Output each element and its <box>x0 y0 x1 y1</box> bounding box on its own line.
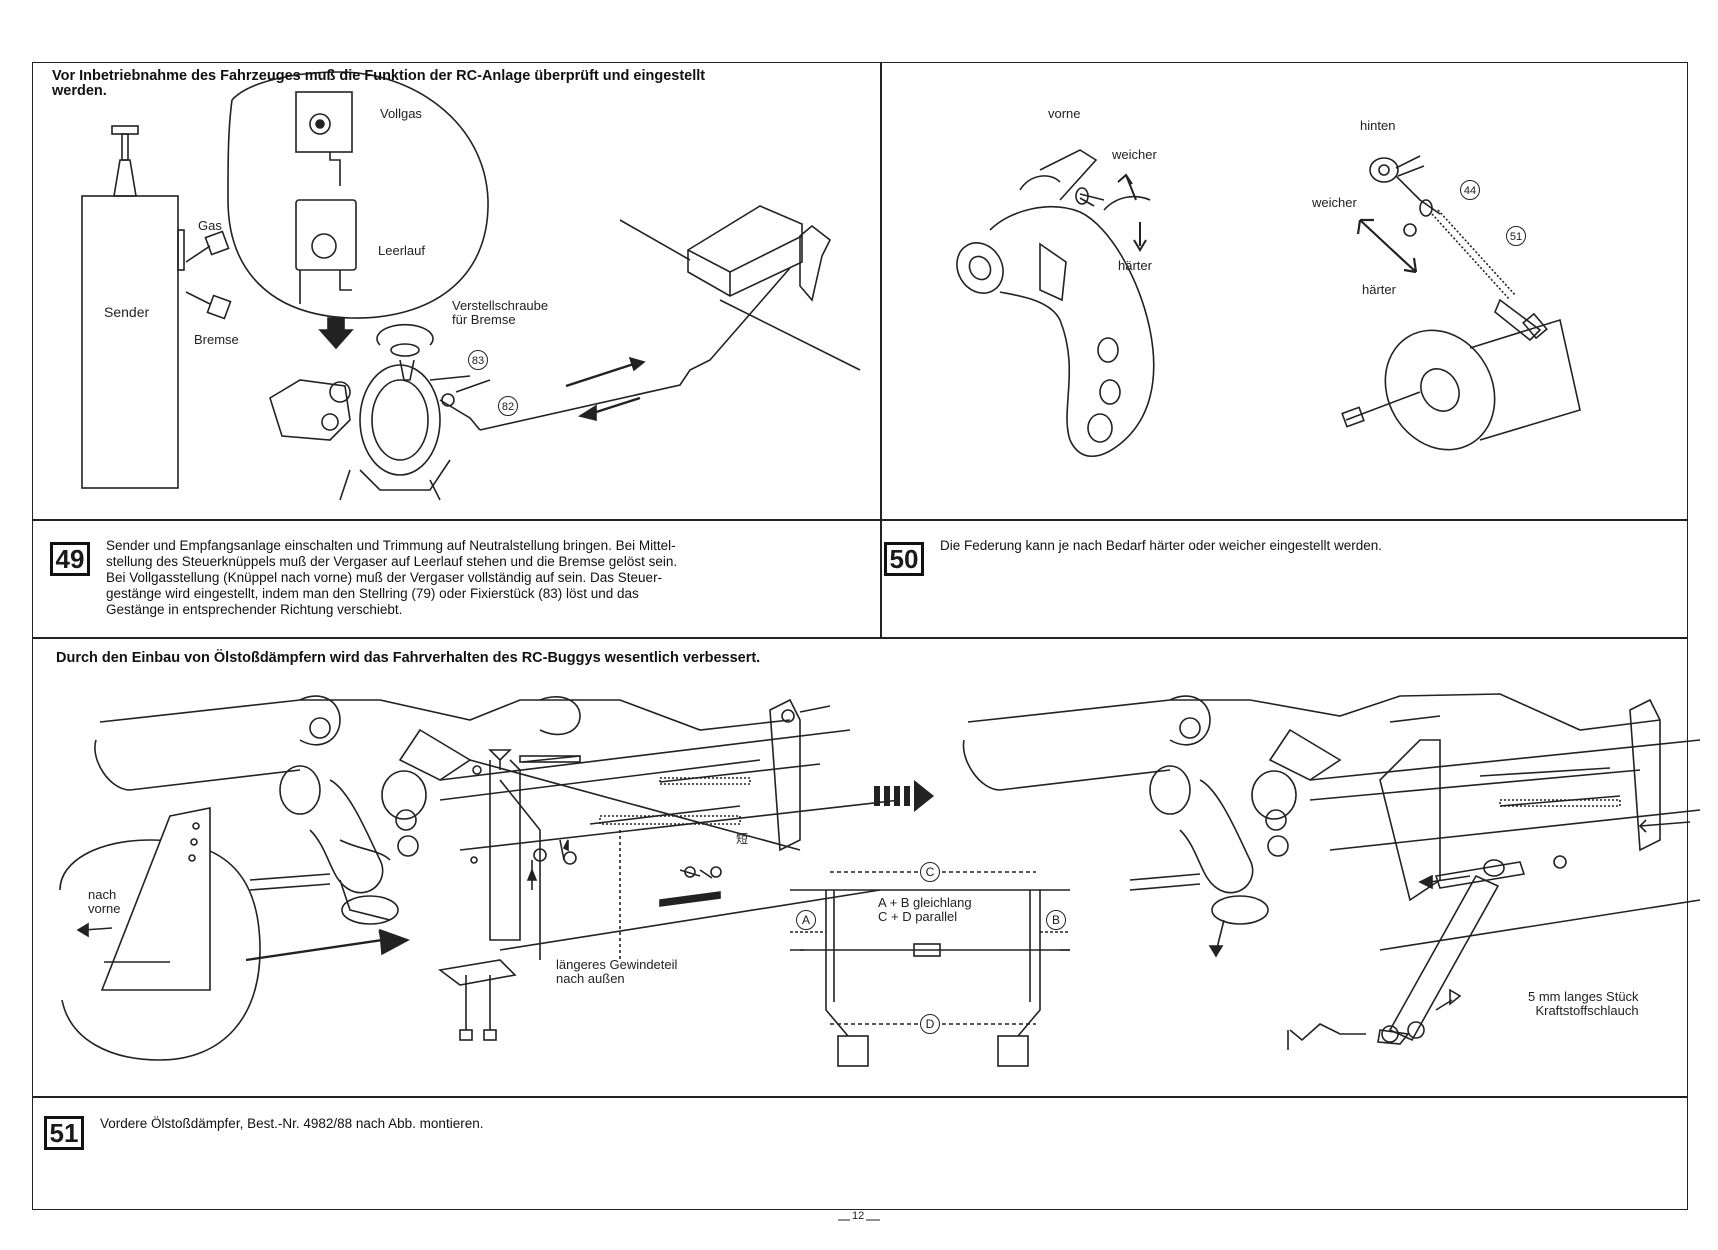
step-number-51: 51 <box>44 1116 84 1150</box>
label-nach: nach <box>88 887 117 902</box>
step-49-text-line-1: Sender und Empfangsanlage einschalten un… <box>106 538 676 553</box>
arrow-transition <box>874 780 934 812</box>
step-50-text: Die Federung kann je nach Bedarf härter … <box>940 538 1383 553</box>
label-sender: Sender <box>104 304 150 320</box>
step-number-49: 49 <box>50 542 90 576</box>
label-haerter-front: härter <box>1118 258 1152 273</box>
dimension-label-b: B <box>1046 910 1066 930</box>
front-suspension-arm <box>956 149 1155 457</box>
label-verstellschraube: Verstellschraube für Bremse <box>452 299 548 327</box>
label-verstellschraube-line-2: für Bremse <box>452 312 516 327</box>
label-verstellschraube-line-1: Verstellschraube <box>452 298 549 313</box>
label-laengeres-line-2: nach außen <box>556 971 625 986</box>
part-callout-51: 51 <box>1506 226 1526 246</box>
panel-49-illustration-frame <box>32 62 882 521</box>
panel-49-text-frame <box>32 519 882 639</box>
dimension-label-d: D <box>920 1014 940 1034</box>
label-alignment-rules: A + B gleichlang C + D parallel <box>878 896 972 924</box>
step-49-text-line-4: gestänge wird eingestellt, indem man den… <box>106 586 639 601</box>
front-chassis-after <box>962 693 1701 1050</box>
part-callout-44: 44 <box>1460 180 1480 200</box>
page-number: 12 <box>850 1210 867 1222</box>
transmitter-illustration <box>81 125 232 489</box>
servo-illustration <box>619 205 861 371</box>
alignment-diagram <box>790 871 1070 1067</box>
panel-49-heading: Vor Inbetriebnahme des Fahrzeuges muß di… <box>52 68 705 98</box>
step-49-text-line-2: stellung des Steuerknüppels muß der Verg… <box>106 554 678 569</box>
down-arrow <box>318 317 354 350</box>
part-callout-83: 83 <box>468 350 488 370</box>
label-gas: Gas <box>198 218 222 233</box>
engine-illustration <box>269 323 491 501</box>
label-vorne-51: vorne <box>88 901 121 916</box>
label-hinten: hinten <box>1360 118 1396 133</box>
carburetor-detail-circle <box>227 71 489 319</box>
step-51-text: Vordere Ölstoßdämpfer, Best.-Nr. 4982/88… <box>100 1116 484 1131</box>
label-laengeres-gewindeteil: längeres Gewindeteil nach außen <box>556 958 677 986</box>
dimension-label-c: C <box>920 862 940 882</box>
dimension-label-a: A <box>796 910 816 930</box>
panel-51-illustration-frame <box>32 637 1688 1098</box>
panel-50-illustration-frame <box>880 62 1688 521</box>
part-callout-82: 82 <box>498 396 518 416</box>
step-49-text-line-3: Bei Vollgasstellung (Knüppel nach vorne)… <box>106 570 663 585</box>
panel-49-heading-line-1: Vor Inbetriebnahme des Fahrzeuges muß di… <box>52 68 706 84</box>
label-stueck-line-1: 5 mm langes Stück <box>1528 989 1639 1004</box>
label-vorne: vorne <box>1048 106 1081 121</box>
panel-51-heading: Durch den Einbau von Ölstoßdämpfern wird… <box>56 650 761 666</box>
label-ab-gleichlang: A + B gleichlang <box>878 895 972 910</box>
step-49-text-line-5: Gestänge in entsprechender Richtung vers… <box>106 602 403 617</box>
label-nach-vorne: nach vorne <box>88 888 121 916</box>
label-leerlauf: Leerlauf <box>378 243 425 258</box>
shock-bracket-detail-circle <box>59 807 261 1061</box>
rear-shock-illustration <box>1341 155 1581 451</box>
label-stueck-line-2: Kraftstoffschlauch <box>1535 1003 1639 1018</box>
front-chassis-before <box>94 695 901 1041</box>
step-49-text: Sender und Empfangsanlage einschalten un… <box>106 538 677 618</box>
step-number-50: 50 <box>884 542 924 576</box>
panel-51-text-frame <box>32 1096 1688 1210</box>
label-cd-parallel: C + D parallel <box>878 909 958 924</box>
label-kanji-short: 短 <box>736 832 749 846</box>
label-haerter-rear: härter <box>1362 282 1396 297</box>
label-weicher-front: weicher <box>1112 147 1157 162</box>
label-bremse: Bremse <box>194 332 239 347</box>
label-laengeres-line-1: längeres Gewindeteil <box>556 957 678 972</box>
panel-49-heading-line-2: werden. <box>52 83 107 99</box>
label-kraftstoffschlauch: 5 mm langes Stück Kraftstoffschlauch <box>1528 990 1639 1018</box>
label-weicher-rear: weicher <box>1312 195 1357 210</box>
panel-50-text-frame <box>880 519 1688 639</box>
label-vollgas: Vollgas <box>380 106 422 121</box>
throttle-linkage <box>479 267 791 431</box>
